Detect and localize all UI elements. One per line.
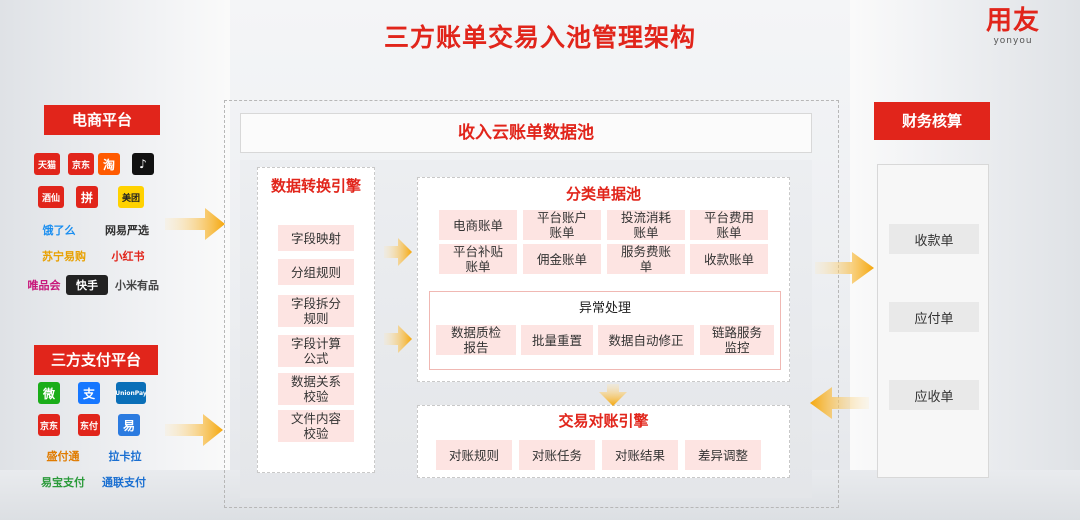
finance-accounting-label: 财务核算 bbox=[874, 102, 990, 140]
bill-pool-item: 服务费账 单 bbox=[607, 244, 685, 274]
engine-item: 字段计算 公式 bbox=[278, 335, 354, 367]
reconcile-item: 对账规则 bbox=[436, 440, 512, 470]
taobao-logo: 淘 bbox=[98, 153, 120, 175]
exception-title: 异常处理 bbox=[578, 301, 631, 316]
exception-item: 链路服务 监控 bbox=[700, 325, 774, 355]
eleme-logo: 饿了么 bbox=[42, 224, 76, 237]
meituan-logo: 美团 bbox=[118, 186, 144, 208]
bill-pool-title: 分类单据池 bbox=[565, 185, 641, 203]
pool-to-finance-arrow bbox=[815, 252, 874, 284]
payment-platform-label: 三方支付平台 bbox=[34, 345, 158, 375]
engine-item: 分组规则 bbox=[278, 259, 354, 285]
tmall-logo: 天猫 bbox=[34, 153, 60, 175]
engine-to-pool-arrow-2 bbox=[384, 325, 412, 353]
exception-item: 数据质检 报告 bbox=[436, 325, 516, 355]
bill-pool-item: 平台补贴 账单 bbox=[439, 244, 517, 274]
bill-pool-item: 平台账户 账单 bbox=[523, 210, 601, 240]
unionpay-logo: UnionPay bbox=[115, 382, 147, 404]
douyin-logo: ♪ bbox=[132, 153, 154, 175]
finance-item: 应收单 bbox=[889, 380, 979, 410]
reconcile-engine-title: 交易对账引擎 bbox=[558, 412, 649, 430]
allinpay-logo: 通联支付 bbox=[102, 476, 146, 489]
bill-pool-item: 平台费用 账单 bbox=[690, 210, 768, 240]
lakala-logo: 拉卡拉 bbox=[108, 450, 142, 463]
brand-logo: 用友 yonyou bbox=[968, 6, 1058, 46]
finance-to-reconcile-arrow bbox=[810, 387, 869, 419]
xiaohongshu-logo: 小红书 bbox=[111, 250, 145, 263]
payment-to-engine-arrow bbox=[165, 414, 223, 446]
logo-text-en: yonyou bbox=[993, 36, 1033, 46]
shengfu-logo: 盛付通 bbox=[46, 450, 80, 463]
ecommerce-platform-label: 电商平台 bbox=[44, 105, 160, 135]
jd-pay-logo: 京东 bbox=[38, 414, 60, 436]
kuaishou-logo: 快手 bbox=[66, 275, 108, 295]
alipay-logo: 支 bbox=[78, 382, 100, 404]
reconcile-item: 对账任务 bbox=[519, 440, 595, 470]
pool-title-band bbox=[240, 113, 812, 153]
finance-item: 应付单 bbox=[889, 302, 979, 332]
income-cloud-frame bbox=[224, 100, 839, 508]
suning-logo: 苏宁易购 bbox=[42, 250, 86, 263]
yibao-logo: 易宝支付 bbox=[41, 476, 85, 489]
wechat-pay-logo: 微 bbox=[38, 382, 60, 404]
dongfu-logo: 东付 bbox=[78, 414, 100, 436]
engine-to-pool-arrow-1 bbox=[384, 238, 412, 266]
exception-item: 数据自动修正 bbox=[598, 325, 694, 355]
bill-pool-item: 佣金账单 bbox=[523, 244, 601, 274]
xiaomi-youpin-logo: 小米有品 bbox=[115, 279, 159, 292]
page-title: 三方账单交易入池管理架构 bbox=[383, 23, 696, 52]
bill-pool-item: 投流消耗 账单 bbox=[607, 210, 685, 240]
netease-yanxuan-logo: 网易严选 bbox=[105, 224, 149, 237]
finance-item: 收款单 bbox=[889, 224, 979, 254]
engine-item: 数据关系 校验 bbox=[278, 373, 354, 405]
pool-title: 收入云账单数据池 bbox=[458, 123, 594, 143]
engine-item: 字段拆分 规则 bbox=[278, 295, 354, 327]
vip-logo: 唯品会 bbox=[27, 279, 61, 292]
engine-item: 字段映射 bbox=[278, 225, 354, 251]
pinduoduo-logo: 拼 bbox=[76, 186, 98, 208]
ecommerce-to-engine-arrow bbox=[165, 208, 225, 240]
jiuxian-logo: 酒仙 bbox=[38, 186, 64, 208]
engine-item: 文件内容 校验 bbox=[278, 410, 354, 442]
reconcile-item: 对账结果 bbox=[602, 440, 678, 470]
bill-pool-item: 收款账单 bbox=[690, 244, 768, 274]
jd-logo: 京东 bbox=[68, 153, 94, 175]
bill-pool-item: 电商账单 bbox=[439, 210, 517, 240]
reconcile-item: 差异调整 bbox=[685, 440, 761, 470]
conversion-engine-title: 数据转换引擎 bbox=[270, 177, 361, 195]
yi-logo: 易 bbox=[118, 414, 140, 436]
pool-to-reconcile-arrow bbox=[599, 384, 627, 406]
logo-text-cn: 用友 bbox=[985, 6, 1040, 36]
exception-item: 批量重置 bbox=[521, 325, 593, 355]
